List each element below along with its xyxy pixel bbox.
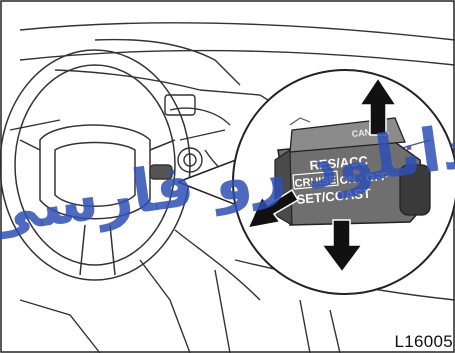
figure-code: L16005 — [394, 332, 453, 352]
